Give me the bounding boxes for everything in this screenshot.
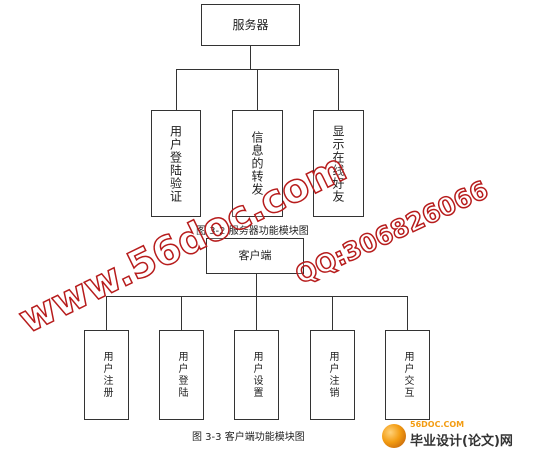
client-module-label: 用户注销 [327, 351, 338, 399]
connector [181, 296, 182, 330]
server-module-label: 用户登陆验证 [168, 124, 183, 203]
connector [256, 296, 257, 330]
client-module-login: 用户登陆 [159, 330, 204, 420]
client-module-label: 用户交互 [402, 351, 413, 399]
connector [250, 46, 251, 69]
connector [332, 296, 333, 330]
connector [257, 69, 258, 110]
client-module-label: 用户设置 [251, 351, 262, 399]
brand-globe-icon [382, 424, 406, 448]
brand-logo: 56DOC.COM 毕业设计(论文)网 [380, 420, 545, 450]
server-module-label: 显示在线好友 [331, 124, 345, 203]
connector [106, 296, 408, 297]
brand-label: 毕业设计(论文)网 [410, 434, 513, 449]
connector [338, 69, 339, 110]
server-diagram-caption: 图 3-2 服务器功能模块图 [196, 226, 309, 237]
client-module-label: 用户注册 [101, 351, 112, 399]
client-module-register: 用户注册 [84, 330, 129, 420]
connector [407, 296, 408, 330]
server-module-message-forward: 信息的转发 [232, 110, 283, 217]
client-module-settings: 用户设置 [234, 330, 279, 420]
server-module-label: 信息的转发 [250, 131, 264, 196]
connector [176, 69, 177, 110]
brand-domain: 56DOC.COM [410, 420, 465, 429]
client-root-label: 客户端 [238, 249, 272, 263]
connector [256, 274, 257, 296]
server-root-node: 服务器 [201, 4, 300, 46]
connector [106, 296, 107, 330]
server-root-label: 服务器 [232, 17, 269, 32]
server-module-login-verify: 用户登陆验证 [151, 110, 201, 217]
client-root-node: 客户端 [206, 238, 304, 274]
client-module-logout: 用户注销 [310, 330, 355, 420]
client-module-interact: 用户交互 [385, 330, 430, 420]
server-module-online-friends: 显示在线好友 [313, 110, 364, 217]
client-module-label: 用户登陆 [176, 351, 187, 399]
client-diagram-caption: 图 3-3 客户端功能模块图 [192, 432, 305, 443]
